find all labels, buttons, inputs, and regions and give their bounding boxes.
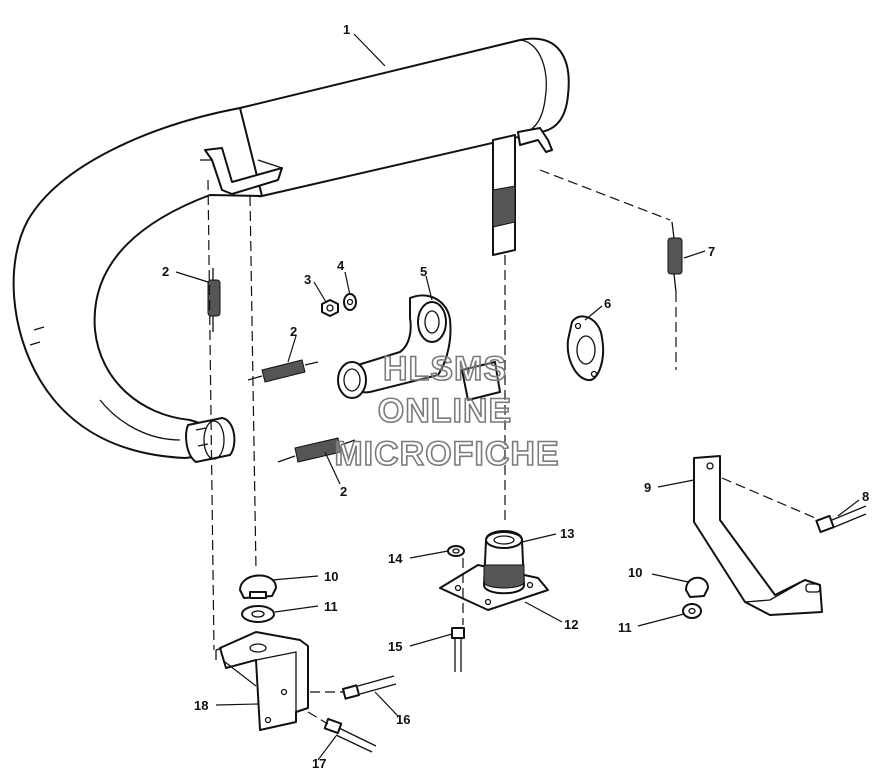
callout-labels: 1 2 2 2 3 4 5 6 7 8 9 10 10 11 11 12 13 … xyxy=(162,22,869,771)
spring-middle xyxy=(247,359,319,383)
washer-part-14 xyxy=(447,545,465,557)
bolt-part-16 xyxy=(341,675,397,700)
spring-lower xyxy=(277,437,356,463)
washer-part-4 xyxy=(343,293,357,311)
grommet-part-10-left xyxy=(239,574,277,599)
watermark-line-3: MICROFICHE xyxy=(334,435,559,473)
callout-17: 17 xyxy=(312,756,326,771)
washer-part-11-right xyxy=(682,603,702,619)
assembly-centerlines xyxy=(207,169,821,725)
bolt-part-8 xyxy=(815,505,867,534)
callout-1: 1 xyxy=(343,22,350,37)
callout-7: 7 xyxy=(708,244,715,259)
callout-14: 14 xyxy=(388,551,403,566)
bracket-part-18 xyxy=(215,631,309,731)
callout-11: 11 xyxy=(618,620,632,635)
callout-8: 8 xyxy=(862,489,869,504)
bolt-part-15 xyxy=(451,627,465,672)
exhaust-elbow-part-5 xyxy=(337,294,501,401)
callout-4: 4 xyxy=(337,258,345,273)
spring-upper-left xyxy=(207,268,221,332)
callout-11: 11 xyxy=(324,599,338,614)
callout-18: 18 xyxy=(194,698,208,713)
watermark-line-2: ONLINE xyxy=(378,392,512,430)
bracket-part-9 xyxy=(693,455,823,616)
nut-part-3 xyxy=(321,299,339,317)
callout-6: 6 xyxy=(604,296,611,311)
spring-right xyxy=(667,221,683,293)
callout-3: 3 xyxy=(304,272,311,287)
leader-lines xyxy=(175,33,860,761)
callout-12: 12 xyxy=(564,617,578,632)
callout-16: 16 xyxy=(396,712,410,727)
watermark: HLSMS ONLINE MICROFICHE xyxy=(334,349,560,474)
callout-9: 9 xyxy=(644,480,651,495)
callout-2: 2 xyxy=(340,484,347,499)
callout-13: 13 xyxy=(560,526,574,541)
bolt-part-17 xyxy=(323,717,377,753)
washer-part-11-left xyxy=(241,605,275,623)
callout-15: 15 xyxy=(388,639,402,654)
callout-2: 2 xyxy=(290,324,297,339)
watermark-line-1: HLSMS xyxy=(383,350,507,388)
grommet-part-10-right xyxy=(685,576,709,598)
callout-2: 2 xyxy=(162,264,169,279)
callout-10: 10 xyxy=(628,565,642,580)
rubber-mount-part-13 xyxy=(483,530,525,595)
gasket-part-6 xyxy=(566,315,604,382)
callout-5: 5 xyxy=(420,264,427,279)
callout-10: 10 xyxy=(324,569,338,584)
muffler-assembly xyxy=(12,37,570,463)
